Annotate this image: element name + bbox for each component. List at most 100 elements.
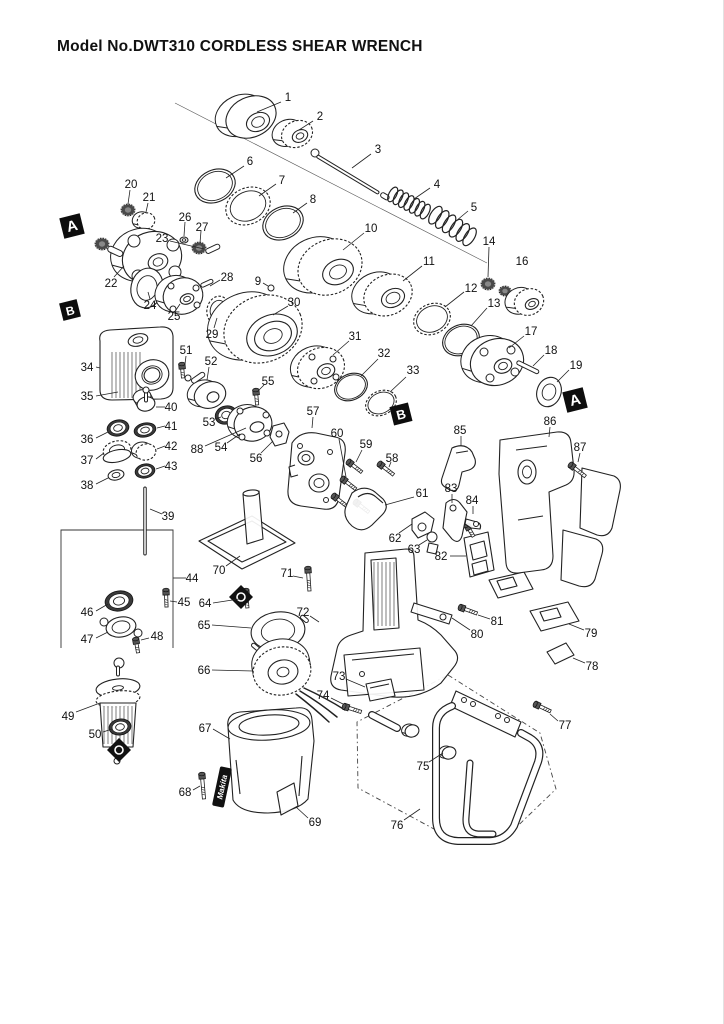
svg-text:A: A (65, 217, 80, 236)
part-label-82: 82 (435, 551, 448, 563)
part-label-48: 48 (151, 631, 164, 643)
part-label-62: 62 (389, 533, 402, 545)
leader-line-80 (451, 617, 471, 631)
part-label-87: 87 (574, 442, 587, 454)
part-label-67: 67 (199, 723, 212, 735)
part-drawing-10 (283, 236, 363, 296)
part-drawing-4 (387, 186, 431, 220)
leader-line-48 (140, 637, 150, 641)
part-drawing-16 (498, 285, 545, 316)
section-marker-b-1: B (59, 299, 81, 321)
grease-point-symbol (107, 738, 131, 762)
part-label-43: 43 (165, 461, 178, 473)
leader-line-19 (556, 369, 570, 383)
leader-line-56 (260, 440, 274, 454)
svg-text:B: B (64, 303, 76, 319)
part-label-29: 29 (206, 329, 219, 341)
leader-line-86 (548, 426, 551, 438)
leader-line-25 (175, 303, 181, 311)
part-label-72: 72 (297, 607, 310, 619)
part-label-58: 58 (386, 453, 399, 465)
part-label-78: 78 (586, 661, 599, 673)
part-label-55: 55 (262, 376, 275, 388)
leader-line-54 (226, 433, 241, 444)
part-label-63: 63 (408, 544, 421, 556)
part-label-25: 25 (168, 311, 181, 323)
part-label-32: 32 (378, 348, 391, 360)
part-label-20: 20 (125, 179, 138, 191)
part-drawing-30 (207, 291, 303, 364)
part-label-7: 7 (279, 175, 285, 187)
part-label-73: 73 (333, 671, 346, 683)
leader-line-71 (292, 575, 304, 579)
part-drawing-31 (289, 345, 346, 390)
part-drawing-51 (178, 361, 186, 379)
leader-line-24 (147, 291, 151, 300)
leader-line-9 (262, 282, 269, 287)
part-label-17: 17 (525, 326, 538, 338)
leader-line-37 (95, 452, 105, 460)
part-drawing-75 (401, 723, 457, 760)
leader-line-68 (192, 785, 201, 791)
leader-line-79 (568, 623, 585, 631)
part-drawing-26 (179, 236, 189, 244)
leader-line-31 (332, 340, 350, 356)
part-drawing-36 (106, 419, 130, 437)
leader-line-78 (572, 657, 586, 664)
leader-line-32 (360, 358, 379, 377)
part-drawing-3 (310, 148, 390, 201)
leader-line-27 (199, 230, 202, 244)
part-drawing-63 (426, 531, 439, 555)
part-label-6: 6 (247, 156, 253, 168)
part-label-88: 88 (191, 444, 204, 456)
part-drawing-66 (251, 638, 346, 723)
part-drawing-87 (567, 461, 587, 479)
part-label-47: 47 (81, 634, 94, 646)
leader-line-39 (149, 508, 163, 515)
leader-line-66 (211, 669, 254, 672)
part-drawing-7 (225, 186, 271, 226)
part-drawing-33 (365, 389, 397, 417)
part-label-21: 21 (143, 192, 156, 204)
part-label-14: 14 (483, 236, 496, 248)
part-drawing-8 (262, 205, 304, 241)
part-label-16: 16 (516, 256, 529, 268)
svg-text:B: B (395, 406, 408, 423)
part-label-1: 1 (285, 92, 291, 104)
part-label-59: 59 (360, 439, 373, 451)
part-label-41: 41 (165, 421, 178, 433)
part-label-2: 2 (317, 111, 323, 123)
part-drawing-25 (154, 274, 204, 315)
part-drawing-77 (532, 700, 552, 714)
part-drawing-86 (498, 431, 621, 588)
leader-line-22 (113, 265, 125, 278)
part-drawing-43 (134, 463, 156, 479)
part-label-36: 36 (81, 434, 94, 446)
leader-line-28 (209, 279, 221, 287)
part-label-11: 11 (423, 256, 435, 268)
part-label-9: 9 (255, 276, 261, 288)
part-drawing-1 (214, 93, 277, 139)
leader-line-10 (342, 232, 365, 251)
leader-line-74 (330, 697, 344, 705)
leader-line-29 (213, 317, 218, 329)
part-drawing-58 (376, 460, 396, 477)
part-label-54: 54 (215, 442, 228, 454)
part-drawing-14 (480, 277, 496, 291)
part-label-23: 23 (156, 233, 169, 245)
part-label-53: 53 (203, 417, 216, 429)
part-label-35: 35 (81, 391, 94, 403)
part-label-27: 27 (196, 222, 209, 234)
part-drawing-59 (345, 458, 364, 475)
part-label-34: 34 (81, 362, 94, 374)
part-drawing-50 (108, 718, 132, 736)
part-drawing-68 (198, 771, 207, 800)
part-drawing-78 (546, 642, 575, 665)
part-label-51: 51 (180, 345, 193, 357)
part-drawing-80 (410, 602, 453, 625)
leader-line-11 (402, 265, 423, 282)
part-label-49: 49 (62, 711, 75, 723)
part-drawing-19 (536, 376, 562, 408)
part-drawing-85 (440, 445, 476, 492)
